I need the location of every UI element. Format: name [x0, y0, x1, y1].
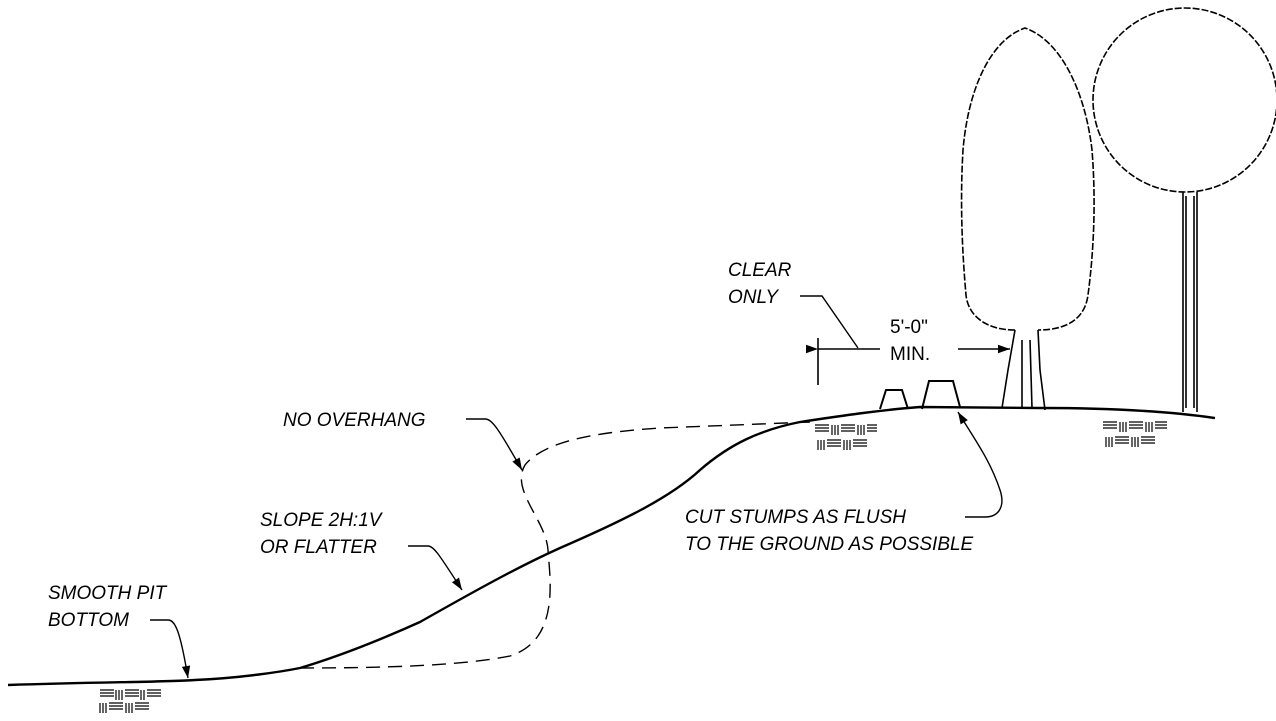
no-overhang-leader [466, 418, 523, 471]
overhang-dashed-curve [299, 421, 811, 669]
stumps-label-2: TO THE GROUND AS POSSIBLE [685, 534, 974, 555]
dimension-value: 5'-0" [890, 317, 928, 338]
slope-leader [408, 545, 463, 591]
stumps-label-1: CUT STUMPS AS FLUSH [685, 507, 906, 528]
stumps-leader [957, 411, 1003, 518]
soil-hatch-2 [815, 424, 877, 450]
no-overhang-label: NO OVERHANG [283, 410, 426, 431]
soil-hatch-3 [1103, 421, 1167, 447]
dimension-min: MIN. [890, 344, 930, 365]
pit-leader [150, 619, 191, 679]
pit-label-1: SMOOTH PIT [48, 583, 168, 604]
dimension-5ft-min [806, 338, 1010, 385]
pit-label-2: BOTTOM [48, 610, 129, 631]
slope-label-2: OR FLATTER [260, 537, 377, 558]
tall-tree [960, 27, 1095, 411]
clear-only-label-2: ONLY [728, 287, 779, 308]
soil-hatch-1 [99, 689, 161, 713]
ground-profile [7, 405, 1216, 687]
stump-right [921, 380, 961, 410]
stump-left [879, 389, 909, 410]
clear-only-label-1: CLEAR [728, 260, 792, 281]
round-tree [1092, 7, 1276, 412]
clear-only-leader [800, 295, 859, 349]
slope-label-1: SLOPE 2H:1V [260, 510, 384, 531]
